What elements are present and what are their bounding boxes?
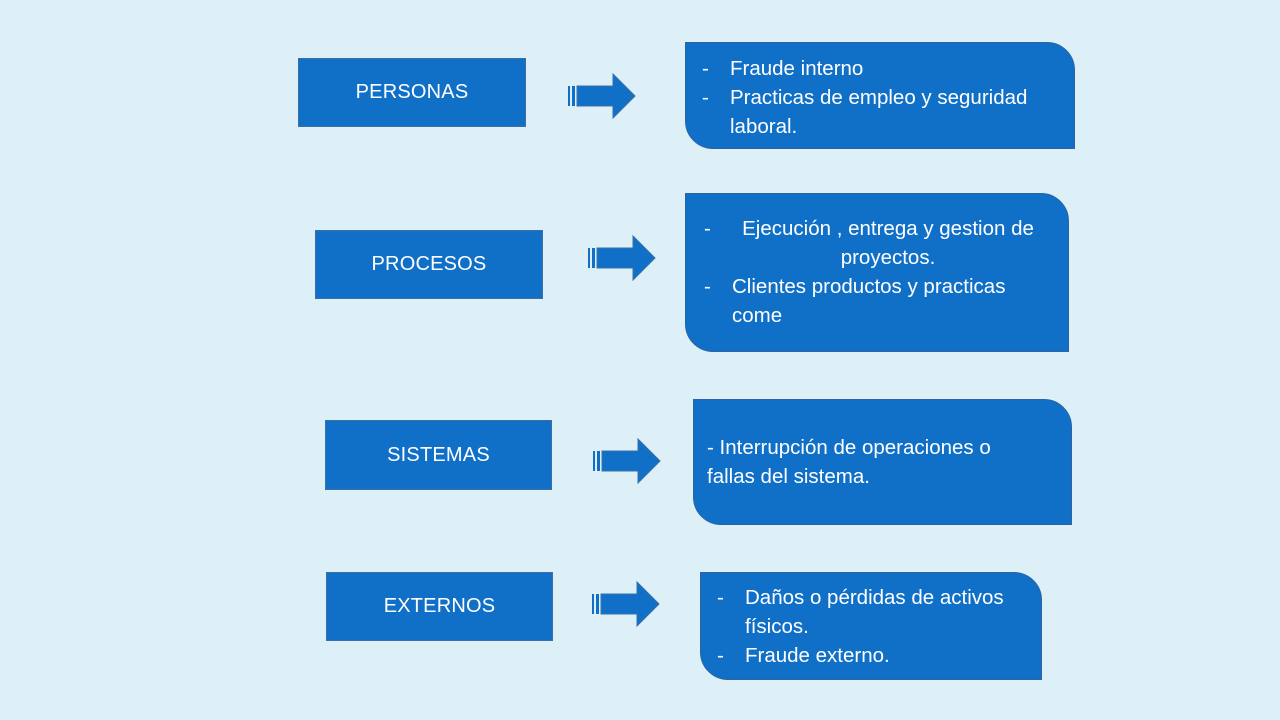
category-label: PERSONAS bbox=[355, 81, 469, 103]
category-label: SISTEMAS bbox=[387, 443, 490, 466]
list-item: -Fraude interno bbox=[702, 57, 864, 80]
description-text: - Interrupción de operaciones o fallas d… bbox=[707, 436, 991, 488]
category-box-externos: EXTERNOS bbox=[326, 572, 553, 641]
arrow-right-icon bbox=[568, 73, 636, 119]
list-item: -Ejecución , entrega y gestion de proyec… bbox=[704, 217, 1034, 269]
category-box-procesos: PROCESOS bbox=[315, 230, 543, 299]
description-box-procesos: -Ejecución , entrega y gestion de proyec… bbox=[685, 193, 1069, 352]
description-box-sistemas: - Interrupción de operaciones o fallas d… bbox=[693, 399, 1072, 525]
category-box-personas: PERSONAS bbox=[298, 58, 526, 127]
description-list: -Fraude interno -Practicas de empleo y s… bbox=[702, 54, 1058, 141]
description-box-personas: -Fraude interno -Practicas de empleo y s… bbox=[685, 42, 1075, 149]
description-list: -Ejecución , entrega y gestion de proyec… bbox=[704, 214, 1052, 330]
category-label: PROCESOS bbox=[371, 253, 487, 275]
list-item: -Practicas de empleo y seguridad laboral… bbox=[702, 86, 1028, 138]
list-item: -Fraude externo. bbox=[717, 644, 890, 667]
arrow-right-icon bbox=[588, 235, 656, 281]
list-item: -Clientes productos y practicas come bbox=[704, 275, 1006, 327]
arrow-right-icon bbox=[592, 581, 660, 627]
arrow-right-icon bbox=[593, 438, 661, 484]
category-box-sistemas: SISTEMAS bbox=[325, 420, 552, 490]
description-list: -Daños o pérdidas de activos físicos. -F… bbox=[717, 583, 1029, 670]
description-box-externos: -Daños o pérdidas de activos físicos. -F… bbox=[700, 572, 1042, 680]
list-item: -Daños o pérdidas de activos físicos. bbox=[717, 586, 1004, 638]
category-label: EXTERNOS bbox=[383, 595, 496, 617]
